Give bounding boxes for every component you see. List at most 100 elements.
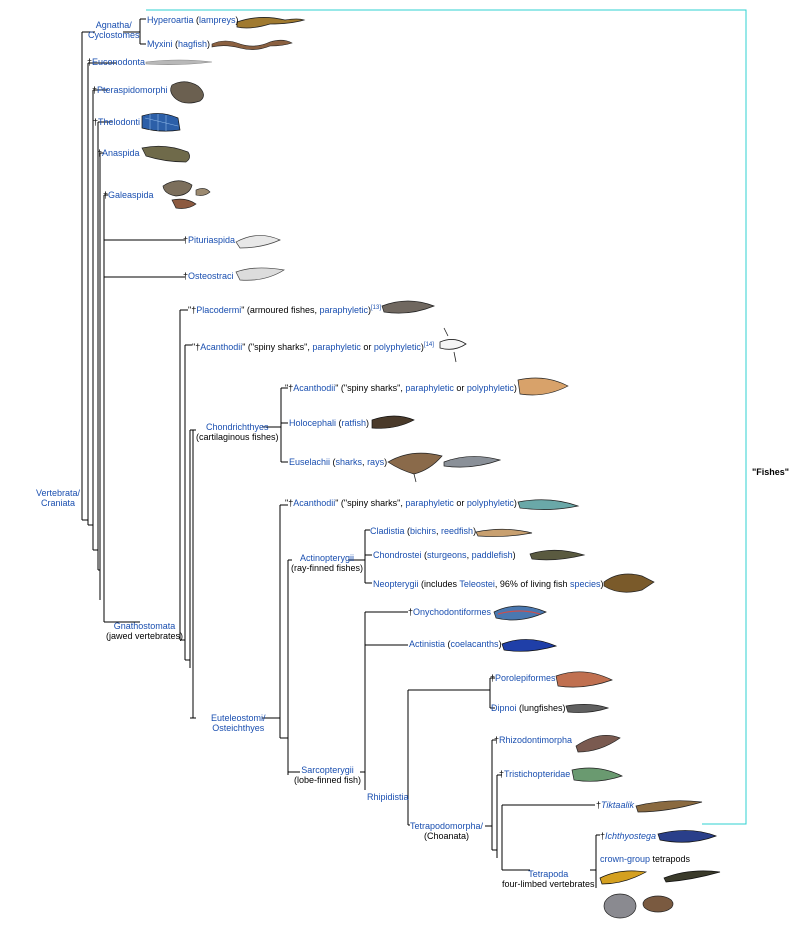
euconodonta-link[interactable]: Euconodonta	[92, 57, 146, 67]
carp-illustration	[603, 573, 655, 593]
actinopterygii-link[interactable]: Actinopterygii	[300, 553, 355, 563]
cladistia-link[interactable]: Cladistia	[370, 526, 405, 536]
clade-acanthodii-1: "†Acanthodii" ("spiny sharks", paraphyle…	[192, 342, 434, 352]
clade-osteostraci: †Osteostraci	[183, 271, 234, 281]
clade-crowngroup: crown-group tetrapods	[600, 854, 691, 864]
paraphyletic-link[interactable]: paraphyletic	[405, 383, 454, 393]
clade-chondrichthyes: Chondrichthyes (cartilaginous fishes)	[196, 422, 279, 442]
clade-euconodonta: †Euconodonta	[87, 57, 146, 67]
acanthodian-illustration-3	[517, 499, 580, 510]
clade-euteleostomi[interactable]: Euteleostomi/ Osteichthyes	[211, 713, 266, 733]
clade-onychodontiformes: †Onychodontiformes	[408, 607, 492, 617]
clade-tiktaalik: †Tiktaalik	[596, 800, 634, 810]
lizard-illustration	[663, 870, 721, 883]
acanthodian-illustration-1	[439, 327, 467, 363]
dipnoi-link[interactable]: Dipnoi	[491, 703, 517, 713]
sturgeon-illustration	[529, 549, 586, 561]
placoderm-illustration	[381, 300, 435, 314]
paraphyletic-link[interactable]: paraphyletic	[319, 305, 368, 315]
tetrapodomorpha-link[interactable]: Tetrapodomorpha/	[410, 821, 484, 831]
polyphyletic-link[interactable]: polyphyletic	[466, 498, 514, 508]
clade-tetrapoda: Tetrapoda four-limbed vertebrates	[502, 869, 595, 889]
crowngroup-link[interactable]: crown-group	[600, 854, 651, 864]
rays-link[interactable]: rays	[367, 457, 385, 467]
clade-euselachii: Euselachii (sharks, rays)	[289, 457, 388, 467]
ratfish-link[interactable]: ratfish	[341, 418, 367, 428]
tetrapoda-link[interactable]: Tetrapoda	[528, 869, 569, 879]
clade-rhipidistia[interactable]: Rhipidistia	[367, 792, 409, 802]
holocephali-link[interactable]: Holocephali	[289, 418, 337, 428]
porolepiformes-link[interactable]: Porolepiformes	[495, 673, 556, 683]
clade-anaspida: †Anaspida	[97, 148, 140, 158]
sharks-link[interactable]: sharks	[335, 457, 363, 467]
gnathostomata-link[interactable]: Gnathostomata	[113, 621, 176, 631]
clade-dipnoi: Dipnoi (lungfishes)	[491, 703, 566, 713]
chondrichthyes-link[interactable]: Chondrichthyes	[206, 422, 269, 432]
clade-actinistia: Actinistia (coelacanths)	[409, 639, 502, 649]
tiktaalik-link[interactable]: Tiktaalik	[601, 800, 634, 810]
pituriaspida-link[interactable]: Pituriaspida	[188, 235, 236, 245]
lampreys-link[interactable]: lampreys	[199, 15, 236, 25]
rhizodontimorpha-link[interactable]: Rhizodontimorpha	[499, 735, 573, 745]
fishes-bracket-label: "Fishes"	[752, 467, 790, 477]
lamprey-illustration	[236, 17, 306, 29]
clade-galeaspida: †Galeaspida	[103, 190, 154, 200]
osteostraci-link[interactable]: Osteostraci	[188, 271, 234, 281]
clade-actinopterygii: Actinopterygii (ray-finned fishes)	[291, 553, 364, 573]
coelacanth-illustration	[501, 639, 558, 652]
clade-agnatha[interactable]: Agnatha/ Cyclostomes	[88, 20, 140, 40]
polyphyletic-link[interactable]: polyphyletic	[466, 383, 514, 393]
chondrostei-link[interactable]: Chondrostei	[373, 550, 422, 560]
hagfish-illustration	[211, 39, 293, 50]
clade-myxini: Myxini (hagfish)	[147, 39, 211, 49]
thelodonti-link[interactable]: Thelodonti	[98, 117, 141, 127]
conodont-illustration	[145, 59, 213, 65]
anaspid-illustration	[141, 145, 190, 163]
reedfish-link[interactable]: reedfish	[441, 526, 474, 536]
coelacanths-link[interactable]: coelacanths	[450, 639, 499, 649]
myxini-link[interactable]: Myxini	[147, 39, 173, 49]
ichthyostega-illustration	[657, 830, 717, 843]
ichthyostega-link[interactable]: Ichthyostega	[605, 831, 657, 841]
acanthodian-illustration-2	[517, 377, 569, 396]
species-link[interactable]: species	[569, 579, 601, 589]
pteraspid-illustration	[170, 81, 204, 104]
clade-acanthodii-2: "†Acanthodii" ("spiny sharks", paraphyle…	[285, 383, 517, 393]
tiktaalik-illustration	[635, 800, 703, 813]
hyperoartia-link[interactable]: Hyperoartia	[147, 15, 194, 25]
clade-vertebrata[interactable]: Vertebrata/ Craniata	[36, 488, 81, 508]
clade-hyperoartia: Hyperoartia (lampreys)	[147, 15, 239, 25]
rhizodont-illustration	[575, 735, 621, 753]
clade-cladistia: Cladistia (bichirs, reedfish)	[370, 526, 477, 536]
onychodontiformes-link[interactable]: Onychodontiformes	[413, 607, 492, 617]
porolepiform-illustration	[555, 671, 613, 688]
pteraspidomorphi-link[interactable]: Pteraspidomorphi	[97, 85, 168, 95]
placodermi-link[interactable]: Placodermi	[196, 305, 242, 315]
bichirs-link[interactable]: bichirs	[410, 526, 437, 536]
acanthodii-link[interactable]: Acanthodii	[293, 498, 336, 508]
ref-14-link[interactable]: [14]	[423, 342, 434, 348]
tristichopteridae-link[interactable]: Tristichopteridae	[504, 769, 571, 779]
sturgeons-link[interactable]: sturgeons	[427, 550, 467, 560]
polyphyletic-link[interactable]: polyphyletic	[373, 342, 421, 352]
hagfish-link[interactable]: hagfish	[178, 39, 208, 49]
paraphyletic-link[interactable]: paraphyletic	[312, 342, 361, 352]
pituriaspid-illustration	[235, 235, 281, 249]
clade-holocephali: Holocephali (ratfish)	[289, 418, 370, 428]
galeaspida-link[interactable]: Galeaspida	[108, 190, 154, 200]
ref-13-link[interactable]: [13]	[371, 305, 382, 311]
paddlefish-link[interactable]: paddlefish	[471, 550, 513, 560]
clade-sarcopterygii: Sarcopterygii (lobe-finned fish)	[294, 765, 362, 785]
acanthodii-link[interactable]: Acanthodii	[200, 342, 243, 352]
thelodont-illustration	[141, 113, 181, 132]
neopterygii-link[interactable]: Neopterygii	[373, 579, 419, 589]
clade-ichthyostega: †Ichthyostega	[600, 831, 657, 841]
sarcopterygii-link[interactable]: Sarcopterygii	[301, 765, 354, 775]
euselachii-link[interactable]: Euselachii	[289, 457, 331, 467]
actinistia-link[interactable]: Actinistia	[409, 639, 446, 649]
mouse-illustration	[642, 895, 674, 913]
paraphyletic-link[interactable]: paraphyletic	[405, 498, 454, 508]
teleostei-link[interactable]: Teleostei	[459, 579, 495, 589]
anaspida-link[interactable]: Anaspida	[102, 148, 140, 158]
acanthodii-link[interactable]: Acanthodii	[293, 383, 336, 393]
